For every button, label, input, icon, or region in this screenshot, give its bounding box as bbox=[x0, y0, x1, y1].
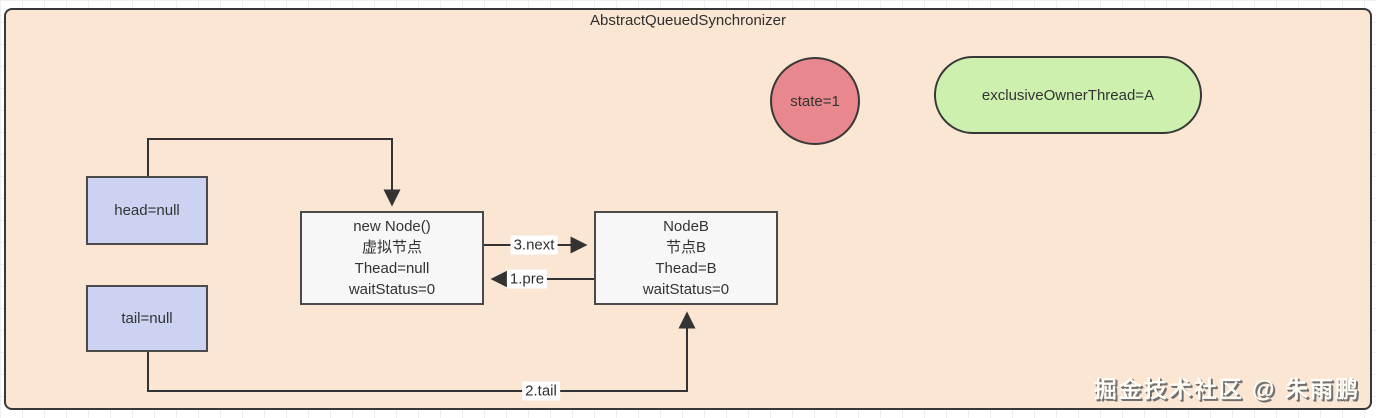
new-node-line-4: waitStatus=0 bbox=[348, 281, 436, 298]
node-b-line-4: waitStatus=0 bbox=[642, 281, 730, 298]
watermark: 掘金技术社区 @ 朱雨鹏 bbox=[1093, 376, 1360, 402]
edge-label-tail: 2.tail bbox=[522, 381, 560, 401]
head-pointer-box: head=null bbox=[86, 176, 208, 245]
head-pointer-label: head=null bbox=[114, 202, 180, 219]
new-node-box: new Node() 虚拟节点 Thead=null waitStatus=0 bbox=[300, 211, 484, 305]
exclusive-owner-pill: exclusiveOwnerThread=A bbox=[934, 56, 1202, 134]
tail-pointer-label: tail=null bbox=[121, 310, 173, 327]
node-b-line-3: Thead=B bbox=[655, 260, 717, 277]
new-node-line-1: new Node() bbox=[353, 218, 431, 235]
edge-head-to-newnode bbox=[147, 138, 401, 207]
node-b-line-2: 节点B bbox=[665, 239, 706, 256]
exclusive-owner-label: exclusiveOwnerThread=A bbox=[981, 86, 1155, 104]
edge-label-next: 3.next bbox=[510, 235, 558, 255]
node-b-line-1: NodeB bbox=[663, 218, 709, 235]
state-label: state=1 bbox=[790, 92, 840, 110]
state-circle: state=1 bbox=[770, 57, 860, 145]
new-node-line-3: Thead=null bbox=[354, 260, 430, 277]
aqs-container: AbstractQueuedSynchronizer state=1 exclu… bbox=[4, 8, 1372, 410]
node-b-box: NodeB 节点B Thead=B waitStatus=0 bbox=[594, 211, 778, 305]
edge-label-pre: 1.pre bbox=[506, 269, 548, 289]
edge-tail bbox=[147, 311, 696, 392]
diagram-title: AbstractQueuedSynchronizer bbox=[590, 12, 786, 29]
tail-pointer-box: tail=null bbox=[86, 285, 208, 352]
new-node-line-2: 虚拟节点 bbox=[361, 239, 422, 256]
